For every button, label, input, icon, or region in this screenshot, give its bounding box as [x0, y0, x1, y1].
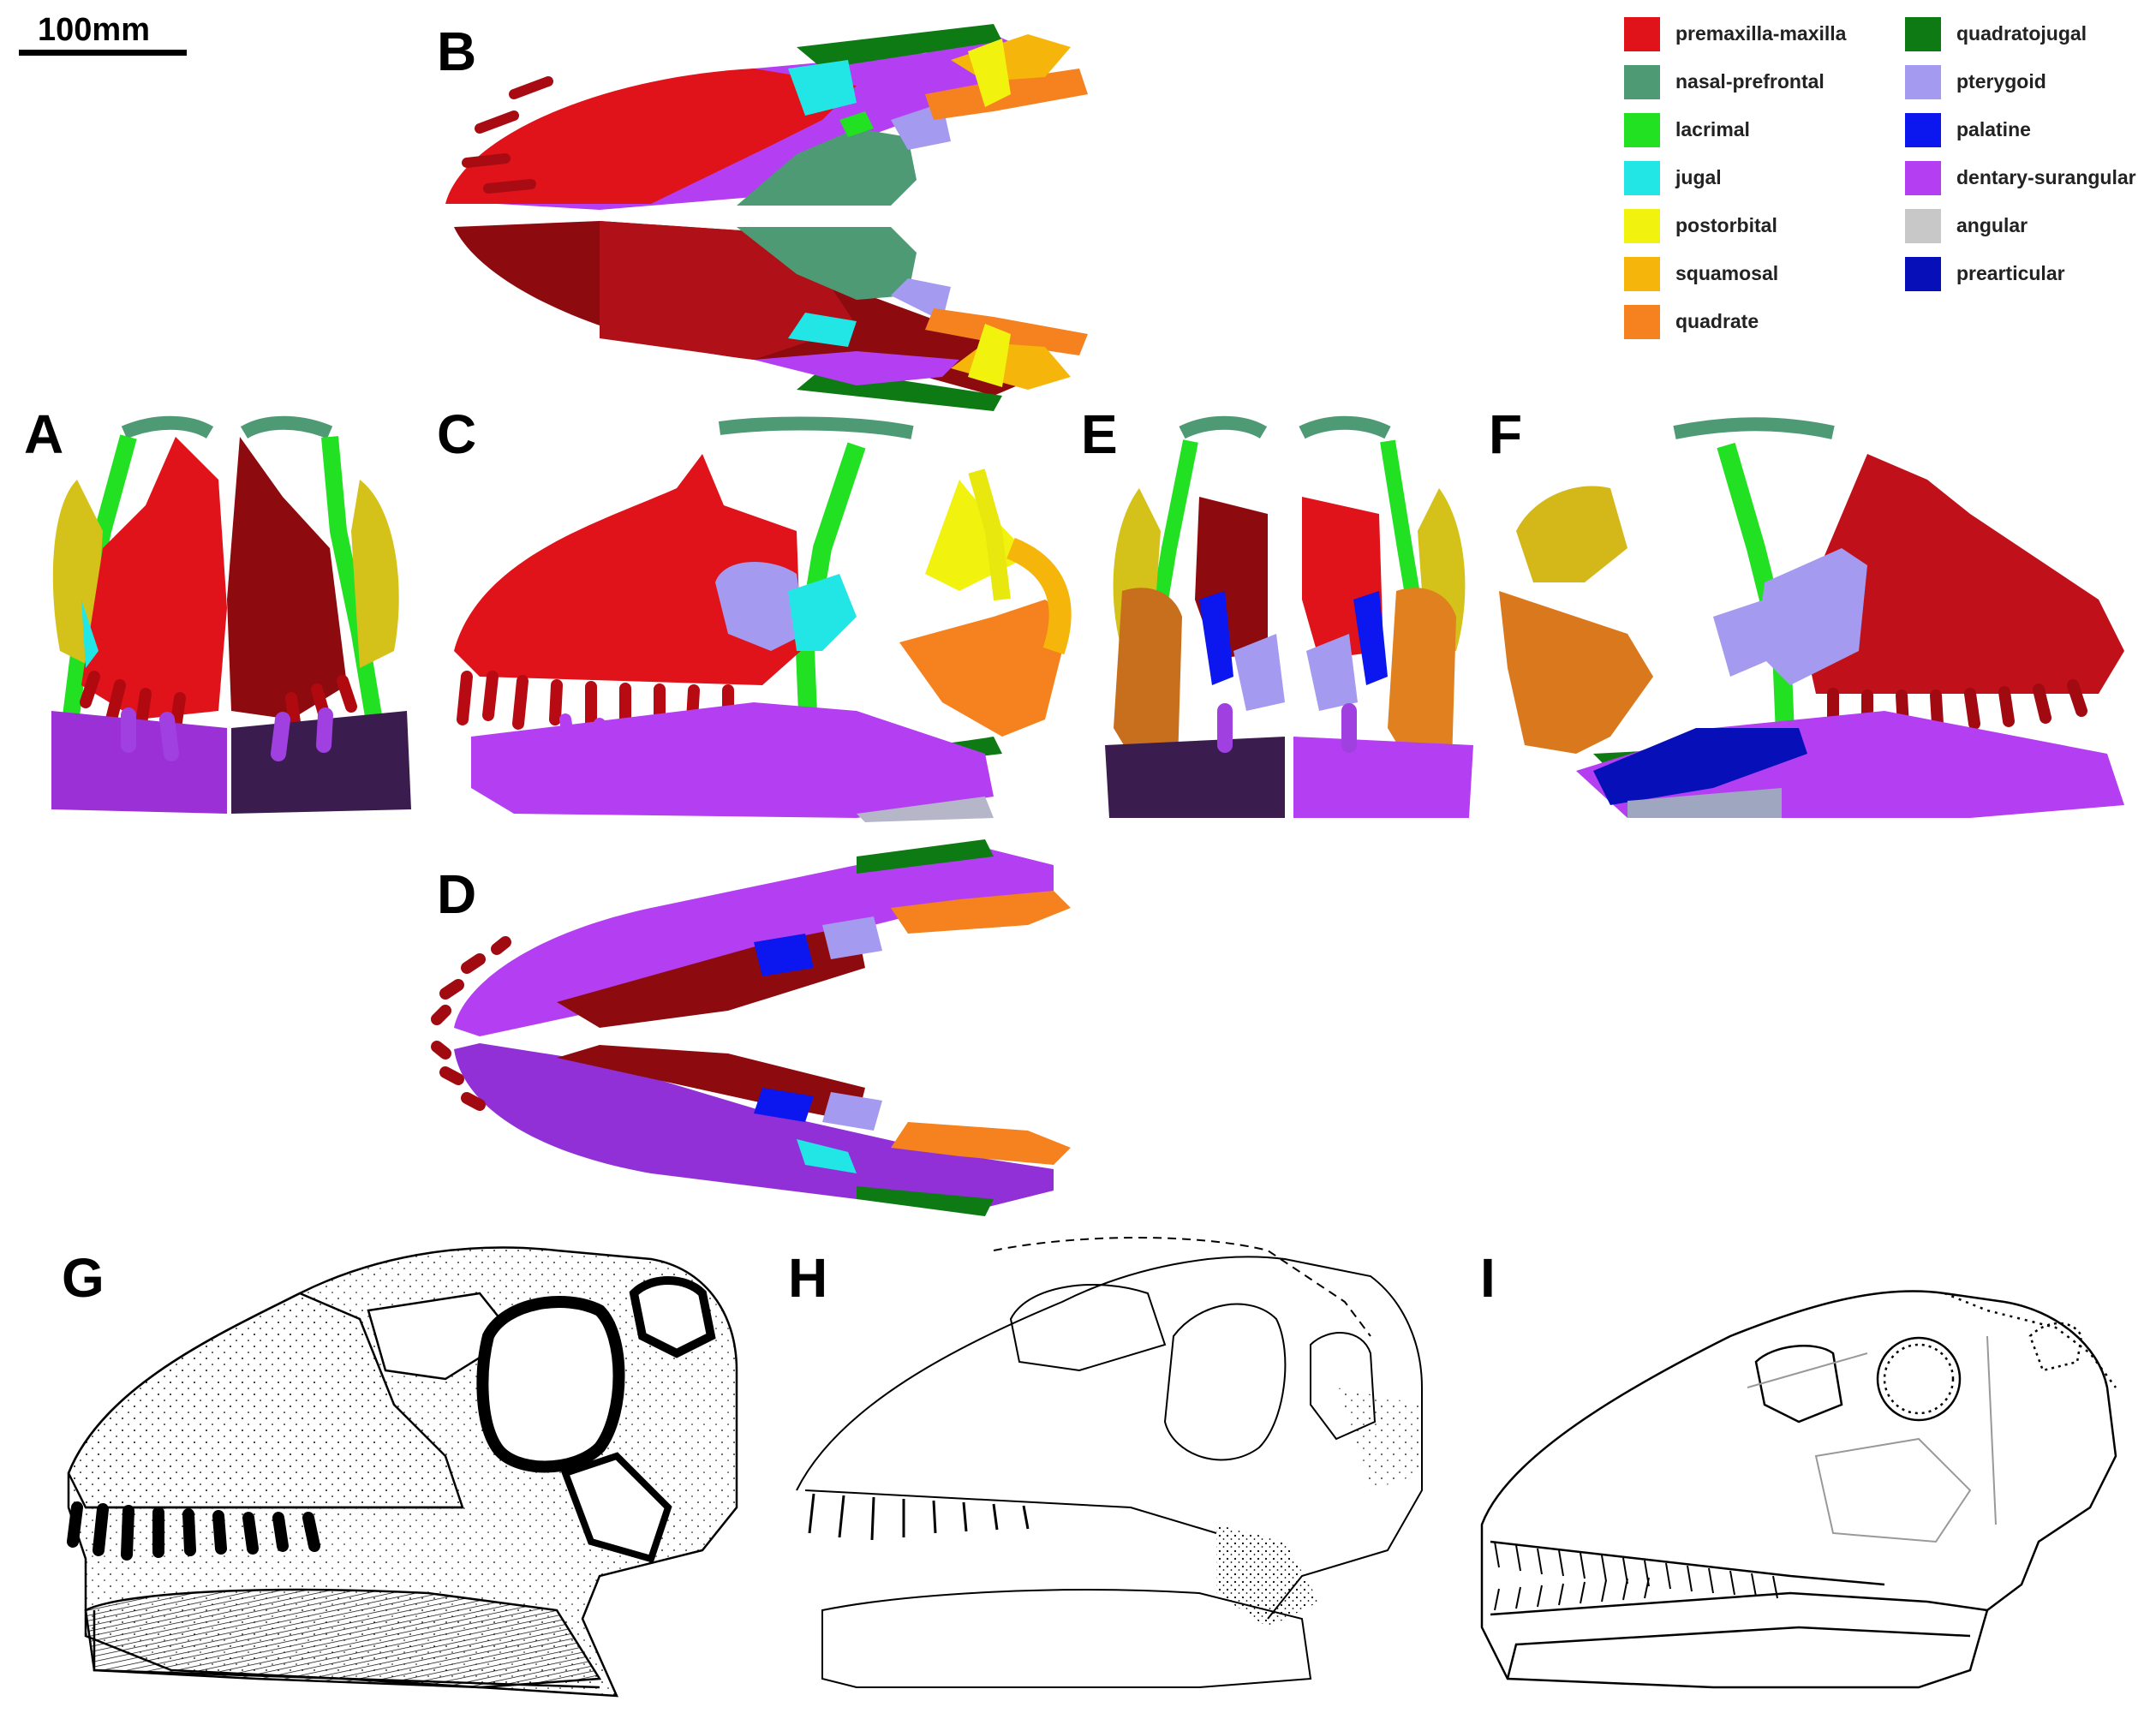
bone-legend: premaxilla-maxilla nasal-prefrontal lacr…: [1624, 17, 2155, 351]
legend-label: palatine: [1956, 118, 2031, 140]
legend-swatch: [1624, 113, 1660, 147]
legend-label: pterygoid: [1956, 70, 2046, 93]
panel-a-anterior-skull: [51, 415, 411, 814]
panel-c-lateral-skull: [454, 416, 1072, 822]
panel-label-b: B: [437, 21, 477, 82]
legend-swatch: [1905, 161, 1941, 195]
legend-label: quadrate: [1675, 310, 1759, 332]
legend-label: nasal-prefrontal: [1675, 70, 1825, 93]
legend-label: quadratojugal: [1956, 22, 2087, 45]
panel-e-posterior-skull: [1105, 415, 1473, 818]
legend-swatch: [1905, 113, 1941, 147]
legend-label: squamosal: [1675, 262, 1779, 284]
panel-label-e: E: [1081, 403, 1118, 465]
panel-label-f: F: [1489, 403, 1523, 465]
legend-swatch: [1624, 305, 1660, 339]
legend-swatch: [1624, 65, 1660, 99]
scale-bar: [19, 50, 187, 56]
panel-h-skull-outline: [796, 1237, 1423, 1688]
legend-swatch: [1624, 161, 1660, 195]
panel-b-dorsal-skull: [445, 24, 1088, 411]
legend-label: dentary-surangular: [1956, 166, 2136, 188]
legend-label: angular: [1956, 214, 2028, 236]
panel-d-ventral-skull: [431, 839, 1071, 1216]
panel-g-skull-illustration: [67, 1246, 738, 1698]
panel-label-d: D: [437, 863, 477, 925]
legend-label: postorbital: [1675, 214, 1777, 236]
panel-i-skull-reconstruction: [1480, 1290, 2117, 1689]
panel-label-c: C: [437, 403, 477, 465]
legend-swatch: [1905, 209, 1941, 243]
legend-swatch: [1624, 17, 1660, 51]
panel-label-a: A: [24, 403, 64, 465]
scale-bar-label: 100mm: [38, 12, 150, 48]
legend-swatch: [1624, 257, 1660, 291]
panel-f-medial-skull: [1499, 417, 2124, 818]
legend-label: lacrimal: [1675, 118, 1750, 140]
legend-label: jugal: [1675, 166, 1722, 188]
panel-label-h: H: [788, 1247, 828, 1309]
panel-label-g: G: [62, 1247, 105, 1309]
panel-label-i: I: [1480, 1247, 1496, 1309]
legend-swatch: [1905, 65, 1941, 99]
legend-swatch: [1905, 17, 1941, 51]
legend-swatch: [1905, 257, 1941, 291]
legend-label: prearticular: [1956, 262, 2065, 284]
legend-label: premaxilla-maxilla: [1675, 22, 1847, 45]
legend-swatch: [1624, 209, 1660, 243]
